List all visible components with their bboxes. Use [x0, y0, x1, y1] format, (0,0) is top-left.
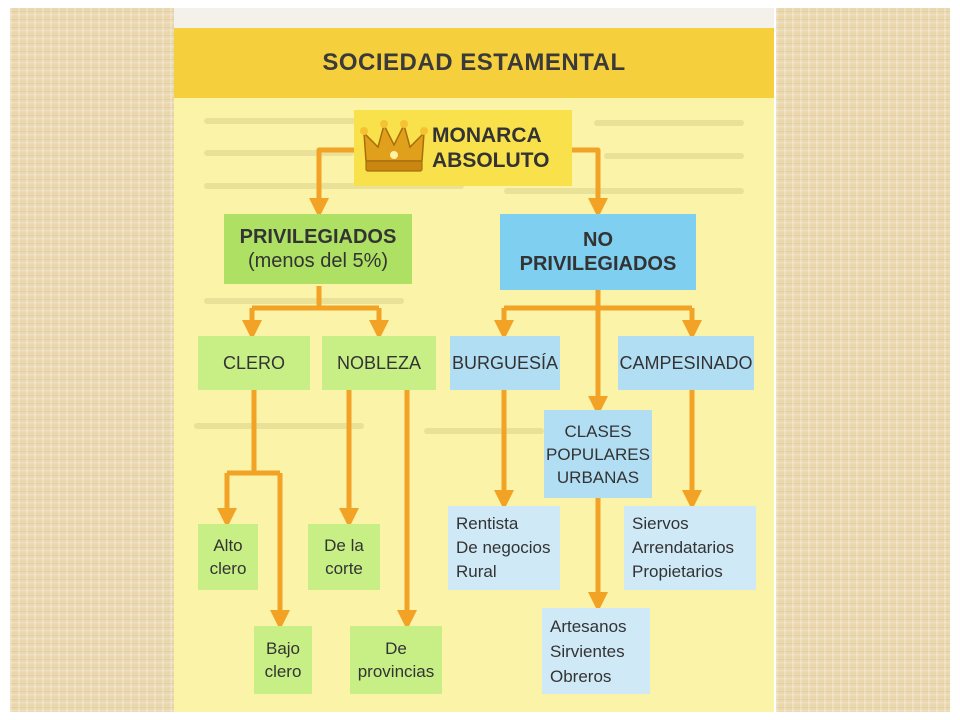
- privilegiados-line1: PRIVILEGIADOS: [239, 226, 397, 248]
- bleed-through-line: [424, 428, 544, 434]
- clero-label: CLERO: [222, 352, 285, 373]
- de-la-corte-box: De la corte: [308, 524, 380, 590]
- clases-tipo-1: Artesanos: [550, 616, 627, 636]
- clases-populares-line1: CLASES: [564, 421, 632, 441]
- campesinado-tipo-3: Propietarios: [632, 562, 723, 581]
- clases-tipo-3: Obreros: [550, 666, 612, 686]
- campesinado-tipos-box: Siervos Arrendatarios Propietarios: [624, 506, 756, 590]
- campesinado-tipo-2: Arrendatarios: [632, 538, 735, 557]
- connector-arrows: [217, 147, 702, 630]
- bleed-through-line: [204, 183, 464, 189]
- page-title: SOCIEDAD ESTAMENTAL: [322, 49, 626, 76]
- de-la-corte-line1: De la: [324, 536, 364, 555]
- diagram-page: SOCIEDAD ESTAMENTAL: [174, 8, 774, 712]
- no-privilegiados-box: NO PRIVILEGIADOS: [500, 214, 696, 290]
- nobleza-label: NOBLEZA: [336, 352, 422, 373]
- privilegiados-line2: (menos del 5%): [247, 250, 389, 272]
- no-privilegiados-line1: NO: [583, 229, 613, 251]
- de-provincias-line1: De: [385, 639, 407, 658]
- crown-icon: [360, 120, 428, 172]
- clases-populares-line3: URBANAS: [556, 467, 640, 487]
- page-top-strip: [174, 8, 774, 28]
- alto-clero-box: Alto clero: [198, 524, 258, 590]
- background-texture-left: [10, 8, 174, 712]
- campesinado-label: CAMPESINADO: [619, 352, 753, 373]
- no-privilegiados-line2: PRIVILEGIADOS: [519, 253, 677, 275]
- arrow-monarca-no-privilegiados: [572, 147, 608, 218]
- burguesia-tipo-2: De negocios: [456, 538, 551, 557]
- bleed-through-line: [504, 188, 744, 194]
- clero-box: CLERO: [198, 336, 310, 390]
- alto-clero-line2: clero: [209, 559, 247, 578]
- de-la-corte-line2: corte: [325, 559, 363, 578]
- bleed-through-line: [594, 120, 744, 126]
- bleed-through-line: [604, 153, 744, 159]
- nobleza-box: NOBLEZA: [322, 336, 436, 390]
- de-provincias-box: De provincias: [350, 626, 442, 694]
- monarca-line1: MONARCA: [432, 124, 542, 147]
- bajo-clero-line1: Bajo: [265, 639, 301, 658]
- burguesia-box: BURGUESÍA: [450, 336, 560, 390]
- title-banner: [174, 28, 774, 98]
- clases-populares-box: CLASES POPULARES URBANAS: [544, 410, 652, 498]
- monarca-line2: ABSOLUTO: [432, 149, 550, 172]
- arrow-monarca-privilegiados: [309, 147, 354, 218]
- campesinado-tipo-1: Siervos: [632, 514, 689, 533]
- privilegiados-box: PRIVILEGIADOS (menos del 5%): [224, 214, 412, 284]
- bleed-through-line: [204, 150, 354, 156]
- bleed-through-line: [204, 298, 404, 304]
- bajo-clero-box: Bajo clero: [254, 626, 312, 694]
- bleed-through-line: [194, 423, 364, 429]
- burguesia-tipos-box: Rentista De negocios Rural: [448, 506, 560, 590]
- campesinado-box: CAMPESINADO: [618, 336, 754, 390]
- burguesia-tipo-1: Rentista: [456, 514, 519, 533]
- burguesia-tipo-3: Rural: [456, 562, 497, 581]
- background-texture-right: [776, 8, 950, 712]
- clases-tipos-box: Artesanos Sirvientes Obreros: [542, 608, 650, 694]
- de-provincias-line2: provincias: [357, 662, 435, 681]
- bajo-clero-line2: clero: [264, 662, 302, 681]
- clases-tipo-2: Sirvientes: [550, 641, 625, 661]
- burguesia-label: BURGUESÍA: [451, 352, 559, 373]
- bleed-through-line: [204, 118, 374, 124]
- monarca-box: MONARCA ABSOLUTO: [354, 110, 572, 186]
- clases-populares-line2: POPULARES: [546, 444, 650, 464]
- alto-clero-line1: Alto: [213, 536, 243, 555]
